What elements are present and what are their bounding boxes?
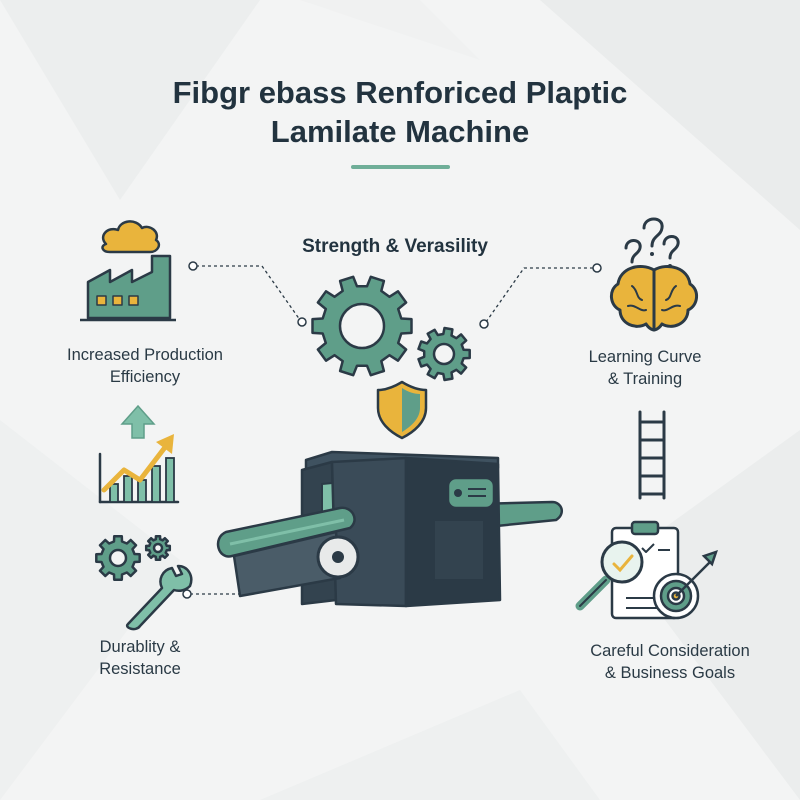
connector-dot <box>297 317 307 327</box>
durability-label-line-2: Resistance <box>99 660 181 678</box>
learning-label-line-2: & Training <box>607 370 683 388</box>
gear-icon <box>311 275 413 377</box>
connector-dot <box>182 589 192 599</box>
strength-label: Strength & Verasility <box>302 236 488 257</box>
learning-label-line-1: Learning Curve <box>588 348 702 366</box>
durability-label: Durablity & Resistance <box>60 636 220 680</box>
connector-dot <box>592 263 602 273</box>
production-label-line-1: Increased Production <box>67 346 223 364</box>
careful-label-line-1: Careful Consideration <box>590 642 750 660</box>
title-underline <box>351 165 450 169</box>
page-title-line-1: Fibgr ebass Renforiced Plaptic <box>172 75 628 110</box>
production-efficiency-label: Increased Production Efficiency <box>40 344 250 388</box>
gear-icon <box>95 535 141 581</box>
page-title-line-2: Lamilate Machine <box>270 114 530 149</box>
connector-production <box>196 265 301 321</box>
durability-label-line-1: Durablity & <box>99 638 181 656</box>
gear-icon <box>144 534 172 562</box>
production-label-line-2: Efficiency <box>109 368 181 386</box>
connector-learning <box>485 267 594 323</box>
connector-dot <box>479 319 489 329</box>
careful-label-line-2: & Business Goals <box>604 664 736 682</box>
careful-consideration-label: Careful Consideration & Business Goals <box>555 640 785 684</box>
learning-curve-label: Learning Curve & Training <box>560 346 730 390</box>
connector-dot <box>188 261 198 271</box>
gear-icon <box>417 326 471 382</box>
